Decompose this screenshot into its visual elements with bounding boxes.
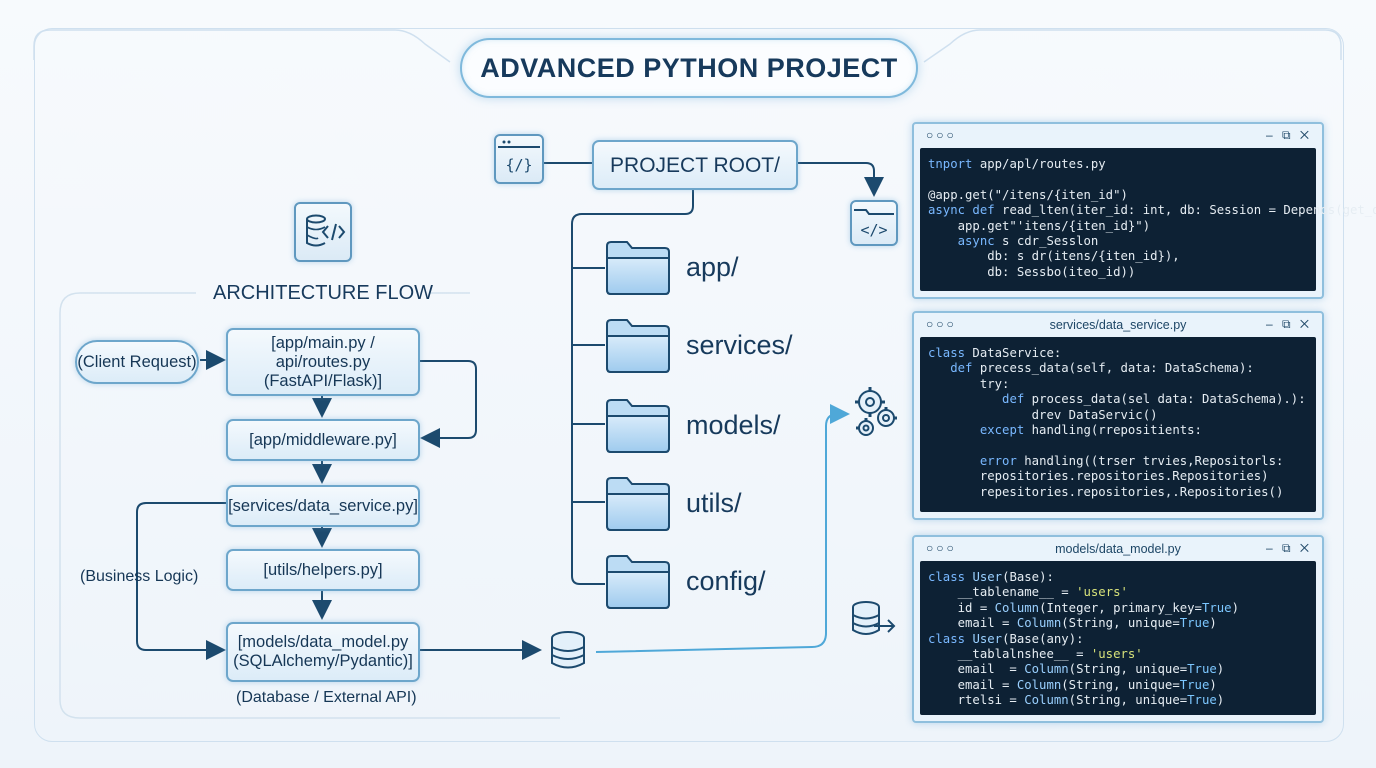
main-routes-label: [app/main.py / api/routes.py (FastAPI/Fl… xyxy=(263,333,383,390)
folder-label-config: config/ xyxy=(686,566,766,596)
folder-label-services: services/ xyxy=(686,330,793,360)
helpers-node: [utils/helpers.py] xyxy=(226,549,420,591)
code-block: tnport app/apl/routes.py @app.get("/iten… xyxy=(920,148,1376,291)
database-label: (Database / External API) xyxy=(236,689,417,706)
code-block: class User(Base): __tablename__ = 'users… xyxy=(920,561,1316,715)
folder-icon xyxy=(606,477,670,531)
page-title: ADVANCED PYTHON PROJECT xyxy=(460,38,918,98)
window-title: services/data_service.py xyxy=(1049,318,1187,332)
code-block: class DataService: def precess_data(self… xyxy=(920,337,1316,512)
database-code-icon xyxy=(294,202,352,262)
diagram-frame xyxy=(34,28,1344,742)
window-titlebar: ○○○ services/data_service.py – ⧉ ✕ xyxy=(914,313,1322,335)
window-controls[interactable]: – ⧉ ✕ xyxy=(1265,128,1312,142)
code-folder-icon: </> xyxy=(850,200,898,246)
gears-icon xyxy=(855,387,897,436)
window-titlebar: ○○○ – ⧉ ✕ xyxy=(914,124,1322,146)
window-titlebar: ○○○ models/data_model.py – ⧉ ✕ xyxy=(914,537,1322,559)
data-model-code-window: ○○○ models/data_model.py – ⧉ ✕ class Use… xyxy=(912,535,1324,723)
folder-label-models: models/ xyxy=(686,410,781,440)
client-request-node: (Client Request) xyxy=(75,340,199,384)
window-controls[interactable]: – ⧉ ✕ xyxy=(1265,317,1312,331)
architecture-flow-heading: ARCHITECTURE FLOW xyxy=(213,282,433,304)
data-model-label: [models/data_model.py (SQLAlchemy/Pydant… xyxy=(233,633,413,670)
window-dots-icon: ○○○ xyxy=(926,128,957,142)
folder-label-utils: utils/ xyxy=(686,488,742,518)
svg-text:{/}: {/} xyxy=(505,156,532,174)
data-model-node: [models/data_model.py (SQLAlchemy/Pydant… xyxy=(226,622,420,682)
routes-code-window: ○○○ – ⧉ ✕ tnport app/apl/routes.py @app.… xyxy=(912,122,1376,299)
window-controls[interactable]: – ⧉ ✕ xyxy=(1265,541,1312,555)
folder-icon xyxy=(606,399,670,453)
business-logic-label: (Business Logic) xyxy=(80,568,199,585)
database-icon xyxy=(551,631,585,669)
database-export-icon xyxy=(852,601,896,635)
data-service-node: [services/data_service.py] xyxy=(226,485,420,527)
window-dots-icon: ○○○ xyxy=(926,317,957,331)
svg-text:</>: </> xyxy=(860,221,887,239)
main-routes-node: [app/main.py / api/routes.py (FastAPI/Fl… xyxy=(226,328,420,396)
project-root-node: PROJECT ROOT/ xyxy=(592,140,798,190)
window-dots-icon: ○○○ xyxy=(926,541,957,555)
data-service-code-window: ○○○ services/data_service.py – ⧉ ✕ class… xyxy=(912,311,1324,520)
middleware-node: [app/middleware.py] xyxy=(226,419,420,461)
folder-icon xyxy=(606,319,670,373)
window-title: models/data_model.py xyxy=(1055,542,1181,556)
code-window-icon: {/} xyxy=(494,134,544,184)
folder-icon xyxy=(606,241,670,295)
folder-icon xyxy=(606,555,670,609)
folder-label-app: app/ xyxy=(686,252,739,282)
